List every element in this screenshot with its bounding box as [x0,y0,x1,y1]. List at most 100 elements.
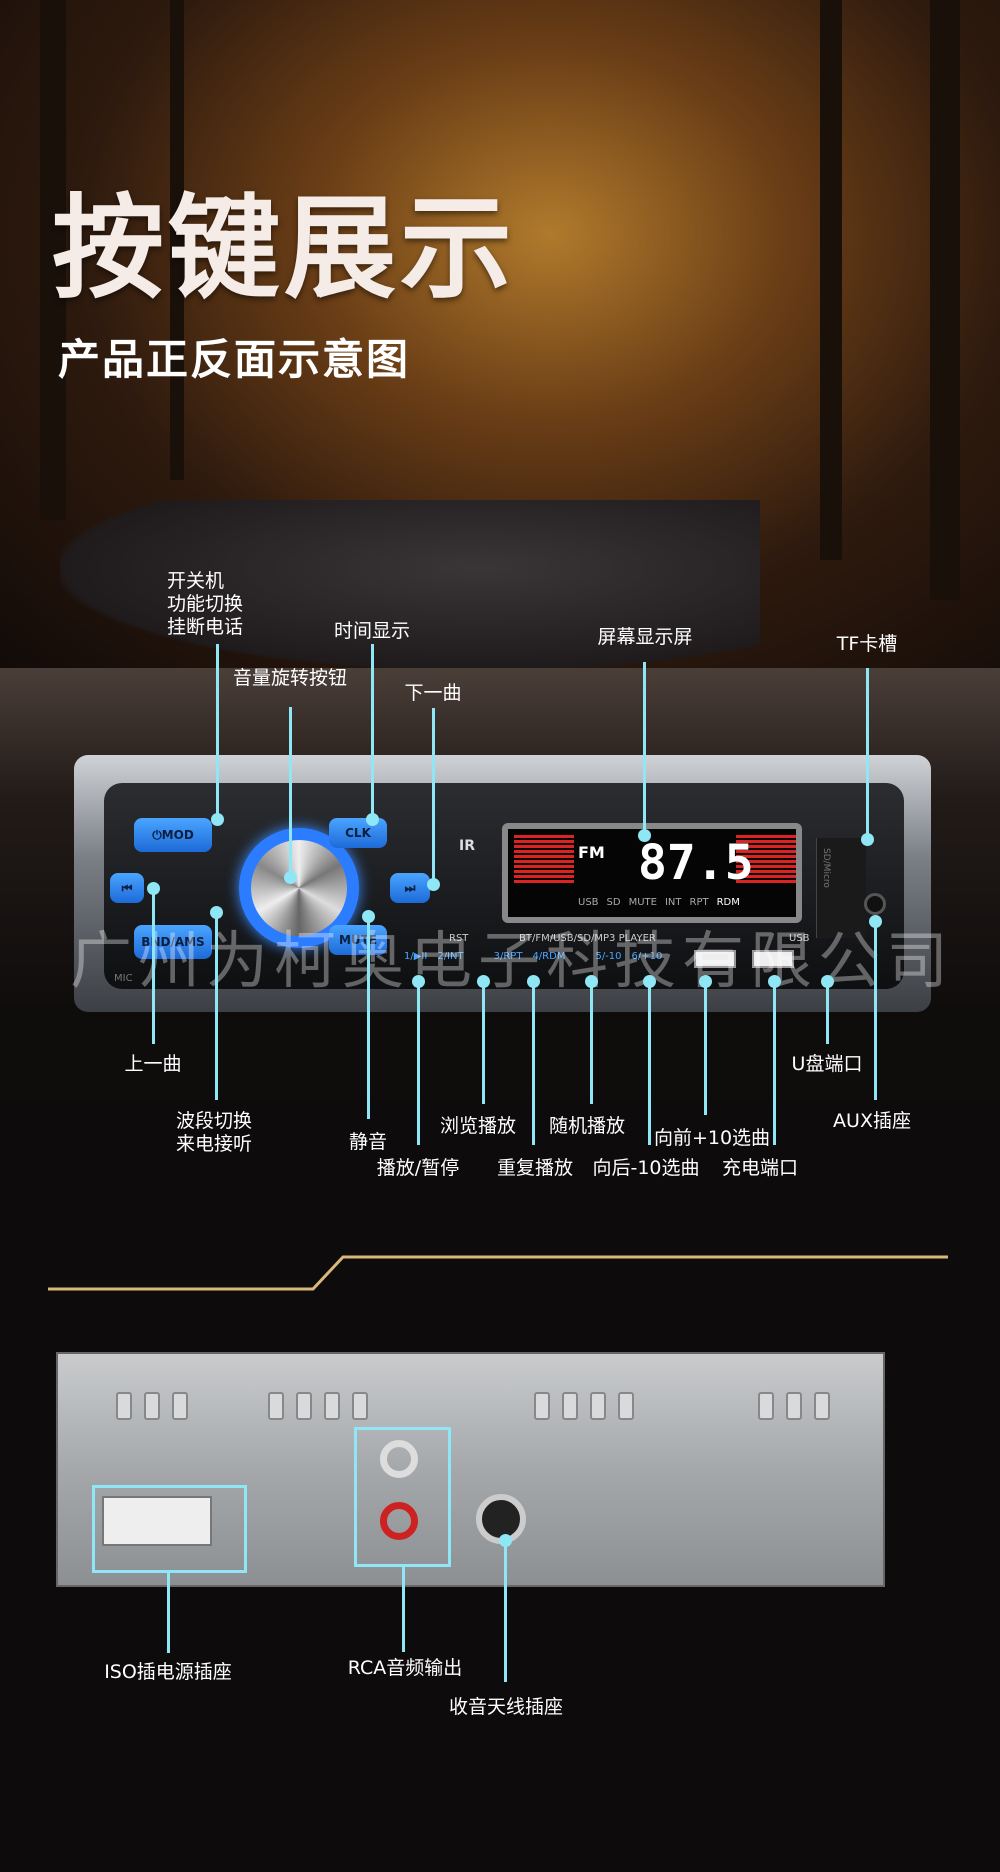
label-band: 波段切换来电接听 [175,1110,253,1155]
callout-line [866,668,869,839]
callout-line [532,981,535,1145]
callout-line [216,644,219,819]
callout-dot [362,910,375,923]
callout-line [417,981,420,1145]
vent-hole [590,1392,606,1420]
road [60,500,760,670]
callout-dot [284,871,297,884]
mod-button[interactable]: ⏻MOD [134,818,212,852]
iso-highlight [92,1485,247,1573]
callout-line [432,708,435,884]
vent-hole [352,1392,368,1420]
callout-line [648,981,651,1145]
callout-dot [527,975,540,988]
callout-dot [643,975,656,988]
band-button[interactable]: BND/AMS [134,925,212,959]
rca-red [380,1502,418,1540]
callout-dot [427,878,440,891]
label-charge: 充电端口 [721,1157,799,1179]
tf-card-slot[interactable]: SD/Micro [816,838,866,938]
callout-dot [147,882,160,895]
indicator-mute: MUTE [628,897,657,908]
callout-dot [499,1534,512,1547]
equalizer-right [736,835,796,885]
callout-line [874,921,877,1100]
callout-line [152,888,155,1044]
mute-button[interactable]: MUTE [329,925,387,955]
vent-hole [814,1392,830,1420]
usb-port[interactable] [752,950,794,968]
vent-hole [562,1392,578,1420]
tree [170,0,184,480]
label-random: 随机播放 [548,1115,626,1137]
vent-hole [296,1392,312,1420]
indicator-rpt: RPT [689,897,709,908]
antenna-socket [476,1494,526,1544]
callout-dot [821,975,834,988]
callout-line [215,912,218,1100]
indicator-usb: USB [578,897,599,908]
vent-hole [324,1392,340,1420]
label-clock: 时间显示 [333,620,411,642]
aux-jack[interactable] [864,893,886,915]
label-browse: 浏览播放 [439,1115,517,1137]
charge-port[interactable] [694,950,736,968]
callout-dot [861,833,874,846]
label-repeat: 重复播放 [496,1157,574,1179]
preset-1[interactable]: 1/▶II [404,951,428,962]
band-indicator: FM [578,843,605,862]
callout-dot [768,975,781,988]
preset-2[interactable]: 2/INT [437,951,464,962]
callout-dot [211,813,224,826]
faceplate: ⏻MOD ⏮ BND/AMS MIC CLK ⏭ MUTE IR FM 87.5… [104,783,904,989]
callout-line [367,916,370,1119]
player-label: BT/FM/USB/SD/MP3 PLAYER [519,933,656,944]
label-fwd10: 向前+10选曲 [653,1127,771,1149]
vent-hole [172,1392,188,1420]
label-antenna: 收音天线插座 [448,1696,564,1718]
label-screen: 屏幕显示屏 [597,626,693,648]
sd-label: SD/Micro [821,848,831,888]
vent-hole [144,1392,160,1420]
indicator-int: INT [664,897,682,908]
watermark: 广州为柯奥电子科技有限公司 [70,924,955,997]
rst-label: RST [449,933,469,944]
vent-hole [618,1392,634,1420]
ir-sensor: IR [459,838,475,854]
iso-connector [102,1496,212,1546]
callout-line [643,662,646,835]
preset-5[interactable]: 5/-10 [595,951,622,962]
tree [930,0,960,600]
callout-line [482,981,485,1104]
preset-6[interactable]: 6/+10 [631,951,663,962]
label-play: 播放/暂停 [376,1157,460,1179]
indicator-rdm: RDM [716,897,740,908]
callout-line [504,1540,507,1682]
vent-hole [758,1392,774,1420]
preset-4[interactable]: 4/RDM [532,951,566,962]
callout-dot [585,975,598,988]
radio-front-panel: ⏻MOD ⏮ BND/AMS MIC CLK ⏭ MUTE IR FM 87.5… [74,755,931,1012]
callout-line [402,1567,405,1652]
gold-divider [48,1255,948,1291]
background-photo [0,0,1000,670]
prev-button[interactable]: ⏮ [110,873,144,903]
callout-dot [699,975,712,988]
vent-hole [534,1392,550,1420]
tree [40,0,66,520]
clk-button[interactable]: CLK [329,818,387,848]
frequency-display: 87.5 [638,835,754,891]
callout-dot [412,975,425,988]
lcd-screen: FM 87.5 USB SD MUTE INT RPT RDM [502,823,802,923]
next-button[interactable]: ⏭ [390,873,430,903]
tree [820,0,842,560]
radio-back-panel [56,1352,885,1587]
label-rca: RCA音频输出 [347,1657,463,1679]
label-iso: ISO插电源插座 [104,1661,232,1683]
callout-line [826,981,829,1044]
label-aux: AUX插座 [833,1110,911,1132]
callout-line [773,981,776,1145]
callout-dot [638,829,651,842]
label-usb: U盘端口 [791,1053,863,1075]
preset-3[interactable]: 3/RPT [493,951,523,962]
